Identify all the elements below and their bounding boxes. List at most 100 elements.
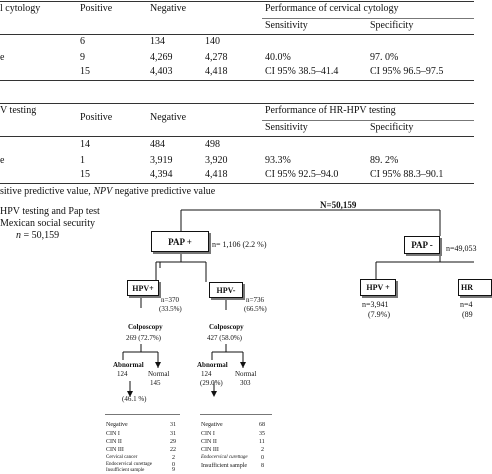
- result-right-label: CIN III: [201, 447, 219, 453]
- table2-perf-rule: [262, 120, 474, 121]
- hpv-positive-right-count: n=3,941: [362, 300, 389, 309]
- result-right-label: Insufficient sample: [201, 463, 248, 469]
- hpv-negative-label: HPV-: [216, 285, 236, 295]
- table2-col-negative: Negative: [150, 112, 187, 123]
- table1-col-positive: Positive: [80, 3, 113, 14]
- abnormal-right-label: Abnormal: [197, 361, 228, 369]
- result-left-label: Cervical cancer: [106, 455, 138, 460]
- table1-row-2-negative: 4,403: [150, 66, 173, 77]
- arrowhead: [211, 391, 217, 397]
- result-left-label: Insufficient sample: [106, 468, 145, 473]
- table1-header-label: l cytology: [0, 3, 41, 14]
- table2-row-2-positive: 15: [80, 169, 90, 180]
- tree-connectors: [122, 209, 474, 397]
- caption-n-symbol: n: [16, 230, 21, 241]
- result-left-label: Endocervical curettage: [106, 462, 152, 467]
- normal-left-count: 145: [150, 379, 161, 387]
- table2-header-label: V testing: [0, 105, 37, 116]
- arrowhead: [240, 362, 246, 368]
- table1-row-1-specificity: 97. 0%: [370, 52, 399, 63]
- result-right-value: 8: [261, 463, 264, 469]
- table-footnote: sitive predictive value, NPV negative pr…: [0, 186, 215, 197]
- table1-row-1-label: e: [0, 52, 5, 63]
- hpv-positive-right-box: HPV +: [360, 279, 396, 296]
- table1-row-2-sensitivity: CI 95% 38.5–41.4: [265, 66, 339, 77]
- pap-negative-box: PAP -: [404, 236, 440, 254]
- result-left-label: CIN III: [106, 447, 124, 453]
- table1-perf-title: Performance of cervical cytology: [265, 3, 399, 14]
- table1-header-rule: [0, 34, 474, 35]
- abnormal-left-label: Abnormal: [113, 361, 144, 369]
- abnormal-right-count: 124: [201, 370, 212, 378]
- hr-hpv-negative-box: HR: [458, 279, 492, 296]
- table2-row-2-specificity: CI 95% 88.3–90.1: [370, 169, 444, 180]
- table1-perf-rule: [262, 18, 474, 19]
- hpv-positive-right-pct: (7.9%): [368, 310, 390, 319]
- colposcopy-right-count: 427 (58.0%): [207, 334, 242, 342]
- table1-row-2-positive: 15: [80, 66, 90, 77]
- root-node: N=50,159: [320, 200, 357, 210]
- table2-row-1-positive: 1: [80, 155, 85, 166]
- table1-row-2-specificity: CI 95% 96.5–97.5: [370, 66, 444, 77]
- table1-col-negative: Negative: [150, 3, 187, 14]
- footnote-npv: NPV: [93, 186, 113, 197]
- normal-left-label: Normal: [148, 370, 170, 378]
- table2-header-rule: [0, 136, 474, 137]
- result-left-label: CIN II: [106, 439, 122, 445]
- footnote-post: negative predictive value: [112, 186, 216, 197]
- result-right-value: 2: [261, 447, 264, 453]
- result-left-value: 31: [170, 422, 176, 428]
- result-left-value: 22: [170, 447, 176, 453]
- table1-row-0-total: 140: [205, 36, 220, 47]
- figure-caption-n: n = 50,159: [16, 230, 59, 241]
- table1-row-0-positive: 6: [80, 36, 85, 47]
- table1-row-2-total: 4,418: [205, 66, 228, 77]
- table1-bottom-rule: [0, 80, 474, 81]
- table1-row-0-negative: 134: [150, 36, 165, 47]
- result-right-value: 11: [259, 439, 265, 445]
- result-left-value: 9: [172, 467, 175, 473]
- hr-hpv-negative-count: n=4: [460, 300, 473, 309]
- figure-caption-line2: Mexican social security: [0, 218, 95, 229]
- table2-perf-title: Performance of HR-HPV testing: [265, 105, 396, 116]
- table1-row-1-total: 4,278: [205, 52, 228, 63]
- hpv-positive-box: HPV+: [127, 280, 159, 296]
- results-right-rule: [200, 414, 272, 415]
- hpv-negative-pct: (66.5%): [244, 305, 267, 313]
- abnormal-left-count: 124: [117, 370, 128, 378]
- table1-col-specificity: Specificity: [370, 20, 414, 31]
- result-left-value: 31: [170, 431, 176, 437]
- result-left-label: CIN I: [106, 431, 120, 437]
- result-right-label: Endocervical curettage: [201, 455, 248, 460]
- pap-positive-count: n= 1,106 (2.2 %): [212, 240, 267, 249]
- table2-row-1-negative: 3,919: [150, 155, 173, 166]
- pap-negative-count: n=49,053: [446, 244, 477, 253]
- table2-row-1-total: 3,920: [205, 155, 228, 166]
- pap-pos-branch-lines: [155, 251, 207, 282]
- table2-row-0-total: 498: [205, 139, 220, 150]
- table2-bottom-rule: [0, 183, 474, 184]
- hpv-positive-label: HPV+: [132, 283, 154, 293]
- result-left-value: 0: [172, 462, 175, 468]
- abnormal-right-pct: (29.0%): [200, 379, 223, 387]
- table2-col-sensitivity: Sensitivity: [265, 122, 308, 133]
- result-right-value: 0: [261, 455, 264, 461]
- table1-top-rule: [0, 1, 474, 2]
- colpo-left-branch-lines: [122, 344, 159, 368]
- table1-row-1-positive: 9: [80, 52, 85, 63]
- table2-row-0-positive: 14: [80, 139, 90, 150]
- colposcopy-left-label: Colposcopy: [128, 323, 163, 331]
- pap-positive-box: PAP +: [151, 231, 209, 252]
- table2-col-positive: Positive: [80, 112, 113, 123]
- table2-row-1-label: e: [0, 155, 5, 166]
- arrowhead: [127, 391, 133, 397]
- hr-hpv-negative-label: HR: [461, 283, 473, 292]
- figure-caption-line1: HPV testing and Pap test: [0, 206, 100, 217]
- colposcopy-left-count: 269 (72.7%): [126, 334, 161, 342]
- table2-col-specificity: Specificity: [370, 122, 414, 133]
- colpo-right-branch-lines: [211, 344, 244, 368]
- hpv-positive-count: n=370: [161, 296, 179, 304]
- hpv-positive-right-label: HPV +: [366, 283, 390, 292]
- table2-row-1-sensitivity: 93.3%: [265, 155, 291, 166]
- table1-row-1-sensitivity: 40.0%: [265, 52, 291, 63]
